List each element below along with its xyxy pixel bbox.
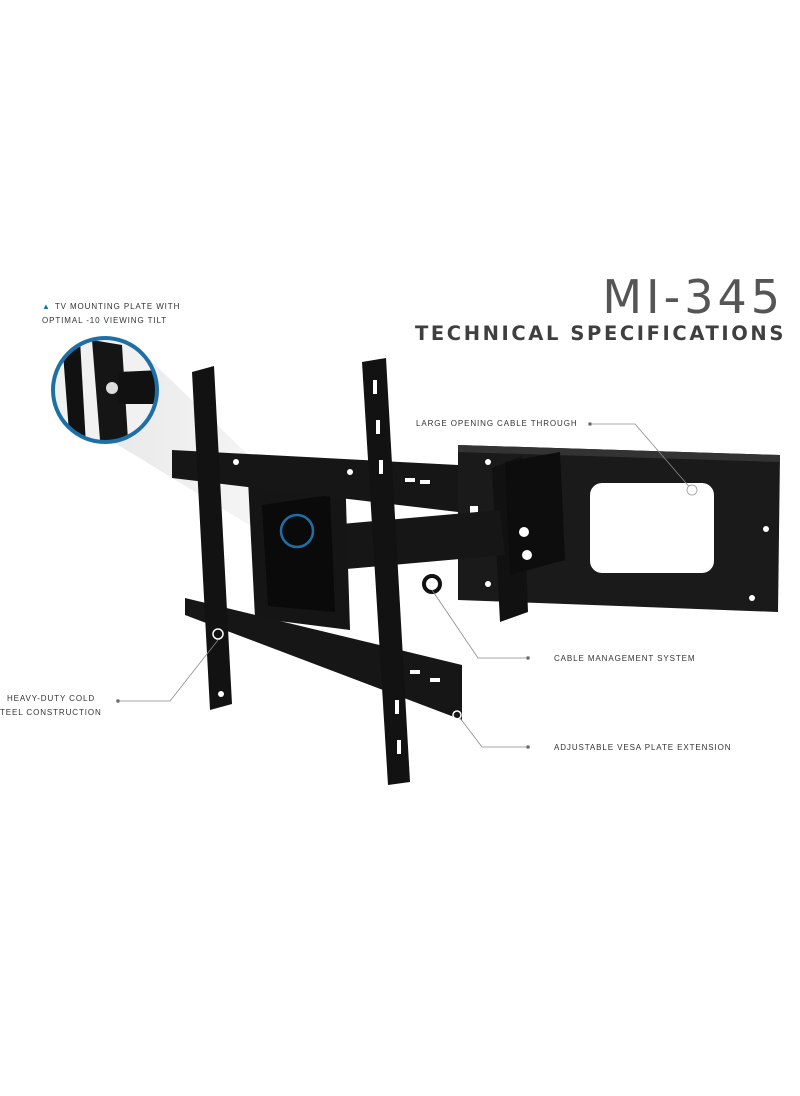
triangle-icon: ▲: [42, 302, 51, 311]
callout-tilt: ▲TV MOUNTING PLATE WITH OPTIMAL -10 VIEW…: [42, 302, 181, 325]
page-title: MI-345: [602, 270, 784, 324]
cable-management-ring: [422, 574, 442, 594]
callout-vesa-extension: ADJUSTABLE VESA PLATE EXTENSION: [554, 743, 732, 752]
cable-opening: [590, 483, 714, 573]
vertical-arms: [192, 358, 410, 785]
leader-lines: [116, 422, 698, 749]
page-subtitle: TECHNICAL SPECIFICATIONS: [414, 322, 786, 345]
callout-construction: HEAVY-DUTY COLD TEEL CONSTRUCTION: [0, 694, 102, 717]
tilt-detail-zoom: [51, 336, 159, 444]
callout-cable-through: LARGE OPENING CABLE THROUGH: [416, 419, 578, 428]
tilt-plate: [248, 470, 350, 630]
callout-cable-management: CABLE MANAGEMENT SYSTEM: [554, 654, 696, 663]
tilt-plate-highlight: [279, 513, 315, 549]
